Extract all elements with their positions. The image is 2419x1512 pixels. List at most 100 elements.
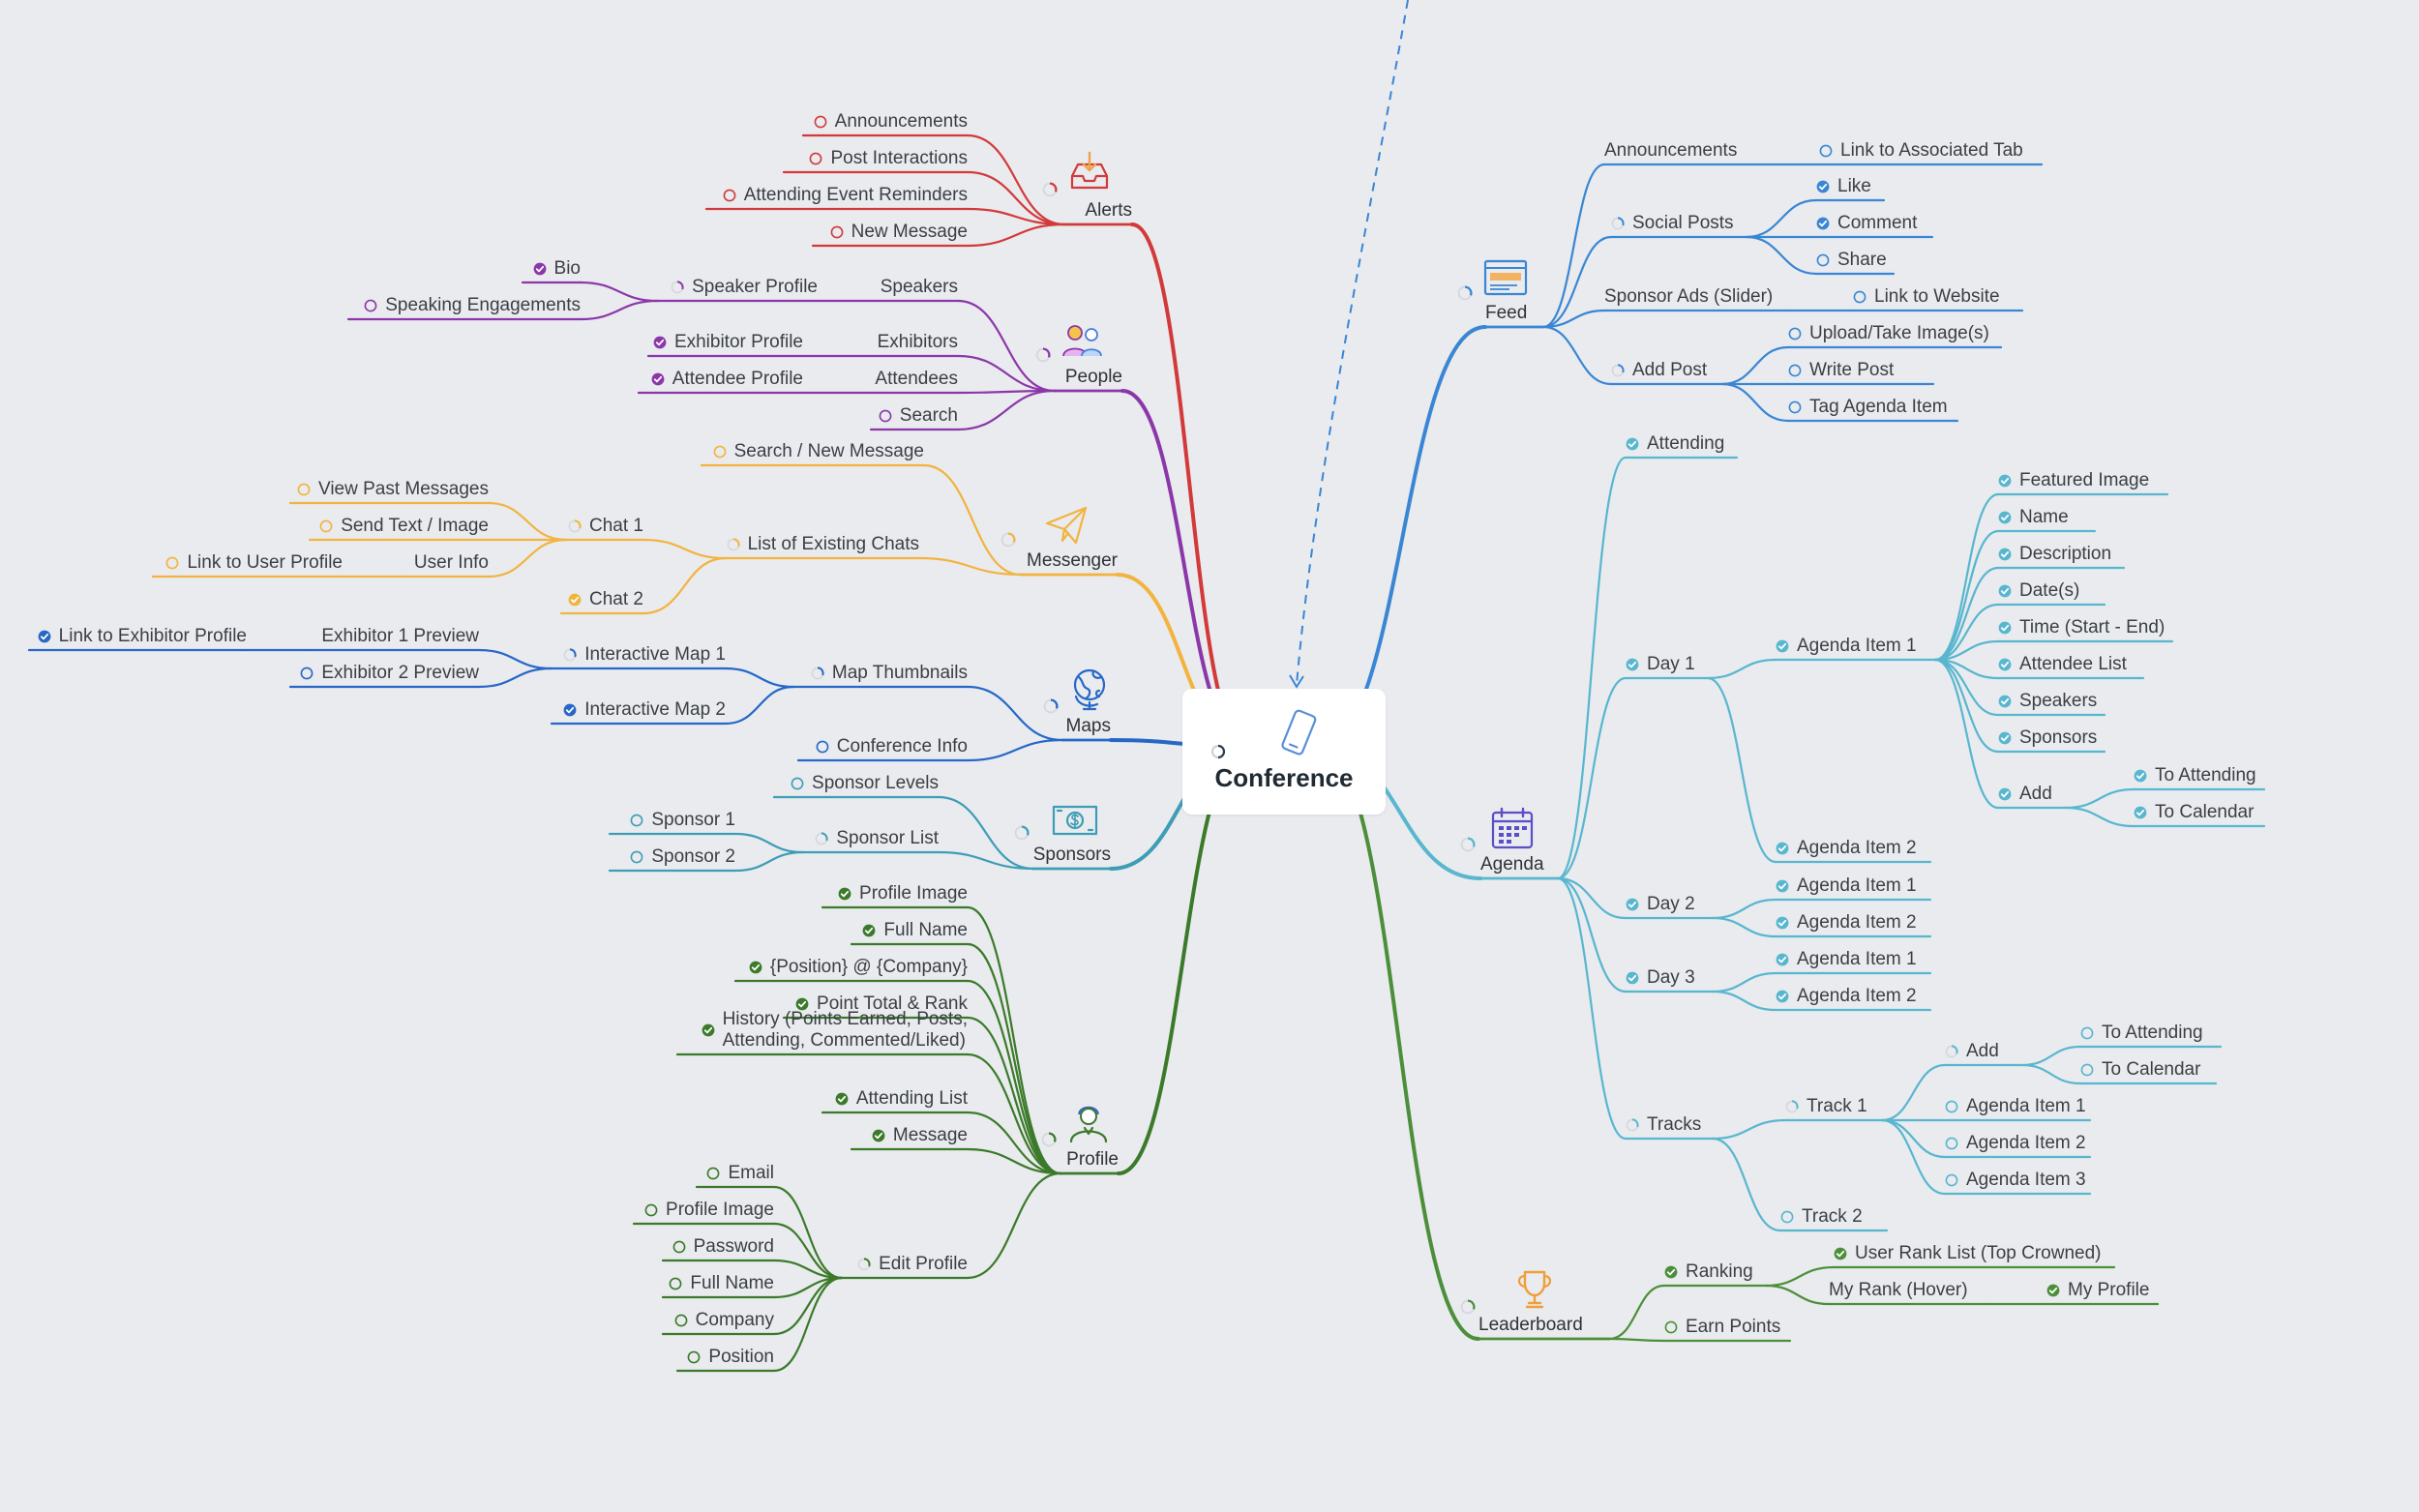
branch-messenger[interactable]: Messenger	[1021, 548, 1118, 575]
topic-agenda-item-1[interactable]: Agenda Item 1	[1776, 633, 1935, 660]
topic-send-text-image[interactable]: Send Text / Image	[310, 513, 489, 540]
topic-sponsors[interactable]: Sponsors	[1998, 725, 2105, 752]
topic-speakers[interactable]: Speakers	[871, 274, 958, 301]
topic-description[interactable]: Description	[1998, 541, 2124, 568]
topic-attending-event-reminders[interactable]: Attending Event Reminders	[706, 182, 968, 209]
topic-exhibitor-profile[interactable]: Exhibitor Profile	[648, 329, 803, 356]
branch-people[interactable]: People	[1055, 364, 1122, 391]
topic-user-rank-list-top-crowned[interactable]: User Rank List (Top Crowned)	[1834, 1240, 2114, 1267]
topic-attending[interactable]: Attending	[1626, 430, 1737, 458]
branch-feed[interactable]: Feed	[1485, 300, 1543, 327]
topic-exhibitor-2-preview[interactable]: Exhibitor 2 Preview	[290, 660, 479, 687]
topic-attendee-profile[interactable]: Attendee Profile	[639, 366, 803, 393]
topic-social-posts[interactable]: Social Posts	[1611, 210, 1747, 237]
topic-attending-list[interactable]: Attending List	[822, 1085, 968, 1112]
topic-company[interactable]: Company	[663, 1307, 774, 1334]
topic-ranking[interactable]: Ranking	[1664, 1259, 1766, 1286]
topic-date-s[interactable]: Date(s)	[1998, 578, 2105, 605]
topic-email[interactable]: Email	[697, 1160, 774, 1187]
topic-profile-image[interactable]: Profile Image	[634, 1197, 774, 1224]
topic-announcements[interactable]: Announcements	[803, 108, 968, 135]
topic-conference-info[interactable]: Conference Info	[798, 733, 968, 760]
branch-agenda[interactable]: Agenda	[1480, 851, 1558, 878]
topic-add[interactable]: Add	[1945, 1038, 2022, 1065]
topic-write-post[interactable]: Write Post	[1788, 357, 1933, 384]
topic-sponsor-1[interactable]: Sponsor 1	[610, 807, 735, 834]
topic-day-1[interactable]: Day 1	[1626, 651, 1708, 678]
topic-earn-points[interactable]: Earn Points	[1664, 1314, 1790, 1341]
topic-featured-image[interactable]: Featured Image	[1998, 467, 2167, 494]
topic-tag-agenda-item[interactable]: Tag Agenda Item	[1788, 394, 1957, 421]
central-topic[interactable]: Conference	[1182, 689, 1386, 815]
topic-agenda-item-2[interactable]: Agenda Item 2	[1776, 835, 1930, 862]
topic-agenda-item-3[interactable]: Agenda Item 3	[1945, 1167, 2090, 1194]
topic-link-to-website[interactable]: Link to Website	[1853, 283, 2022, 311]
topic-speaking-engagements[interactable]: Speaking Engagements	[348, 292, 581, 319]
topic-to-attending[interactable]: To Attending	[2080, 1020, 2221, 1047]
topic-day-3[interactable]: Day 3	[1626, 964, 1713, 992]
topic-history-points-earned-posts-attending-commented-liked[interactable]: History (Points Earned, Posts, Attending…	[677, 1006, 968, 1054]
topic-exhibitors[interactable]: Exhibitors	[866, 329, 958, 356]
topic-message[interactable]: Message	[851, 1122, 968, 1149]
branch-leaderboard[interactable]: Leaderboard	[1478, 1312, 1609, 1339]
topic-position-company[interactable]: {Position} @ {Company}	[735, 954, 968, 981]
topic-interactive-map-2[interactable]: Interactive Map 2	[552, 697, 726, 724]
topic-speakers[interactable]: Speakers	[1998, 688, 2105, 715]
topic-new-message[interactable]: New Message	[813, 219, 968, 246]
topic-to-calendar[interactable]: To Calendar	[2134, 799, 2264, 826]
branch-maps[interactable]: Maps	[1062, 713, 1111, 740]
topic-track-1[interactable]: Track 1	[1785, 1093, 1882, 1120]
topic-exhibitor-1-preview[interactable]: Exhibitor 1 Preview	[310, 623, 479, 650]
topic-user-info[interactable]: User Info	[406, 549, 489, 577]
topic-attendees[interactable]: Attendees	[866, 366, 958, 393]
topic-name[interactable]: Name	[1998, 504, 2095, 531]
topic-agenda-item-2[interactable]: Agenda Item 2	[1776, 983, 1930, 1010]
topic-sponsor-ads-slider[interactable]: Sponsor Ads (Slider)	[1604, 283, 1788, 311]
topic-chat-2[interactable]: Chat 2	[561, 586, 643, 613]
topic-track-2[interactable]: Track 2	[1780, 1203, 1887, 1230]
topic-to-attending[interactable]: To Attending	[2134, 762, 2264, 789]
topic-my-profile[interactable]: My Profile	[2046, 1277, 2158, 1304]
topic-agenda-item-2[interactable]: Agenda Item 2	[1945, 1130, 2090, 1157]
branch-sponsors[interactable]: Sponsors	[1033, 842, 1111, 869]
topic-speaker-profile[interactable]: Speaker Profile	[658, 274, 818, 301]
topic-announcements[interactable]: Announcements	[1604, 137, 1745, 164]
topic-point-total-rank[interactable]: Point Total & Rank	[784, 991, 968, 1018]
topic-bio[interactable]: Bio	[523, 255, 581, 282]
topic-search-new-message[interactable]: Search / New Message	[702, 438, 924, 465]
relationship-dashed-arrow[interactable]	[1296, 0, 1409, 686]
topic-comment[interactable]: Comment	[1816, 210, 1932, 237]
topic-agenda-item-2[interactable]: Agenda Item 2	[1776, 909, 1930, 936]
topic-day-2[interactable]: Day 2	[1626, 891, 1713, 918]
topic-link-to-associated-tab[interactable]: Link to Associated Tab	[1819, 137, 2042, 164]
topic-share[interactable]: Share	[1816, 247, 1894, 274]
topic-link-to-exhibitor-profile[interactable]: Link to Exhibitor Profile	[29, 623, 247, 650]
topic-upload-take-image-s[interactable]: Upload/Take Image(s)	[1788, 320, 2001, 347]
topic-post-interactions[interactable]: Post Interactions	[784, 145, 968, 172]
topic-list-of-existing-chats[interactable]: List of Existing Chats	[726, 531, 919, 558]
topic-link-to-user-profile[interactable]: Link to User Profile	[153, 549, 343, 577]
topic-to-calendar[interactable]: To Calendar	[2080, 1056, 2216, 1083]
topic-full-name[interactable]: Full Name	[851, 917, 968, 944]
topic-tracks[interactable]: Tracks	[1626, 1112, 1713, 1139]
branch-alerts[interactable]: Alerts	[1064, 197, 1132, 224]
topic-agenda-item-1[interactable]: Agenda Item 1	[1776, 946, 1930, 973]
branch-profile[interactable]: Profile	[1060, 1146, 1119, 1173]
topic-sponsor-2[interactable]: Sponsor 2	[610, 844, 735, 871]
topic-agenda-item-1[interactable]: Agenda Item 1	[1776, 873, 1930, 900]
topic-like[interactable]: Like	[1816, 173, 1884, 200]
topic-time-start-end[interactable]: Time (Start - End)	[1998, 614, 2172, 641]
topic-map-thumbnails[interactable]: Map Thumbnails	[793, 660, 968, 687]
topic-interactive-map-1[interactable]: Interactive Map 1	[552, 641, 726, 668]
topic-agenda-item-1[interactable]: Agenda Item 1	[1945, 1093, 2090, 1120]
topic-profile-image[interactable]: Profile Image	[822, 880, 968, 907]
topic-sponsor-list[interactable]: Sponsor List	[803, 825, 939, 852]
topic-sponsor-levels[interactable]: Sponsor Levels	[774, 770, 939, 797]
topic-search[interactable]: Search	[871, 402, 958, 430]
topic-chat-1[interactable]: Chat 1	[566, 513, 643, 540]
topic-full-name[interactable]: Full Name	[663, 1270, 774, 1297]
topic-attendee-list[interactable]: Attendee List	[1998, 651, 2143, 678]
topic-my-rank-hover[interactable]: My Rank (Hover)	[1829, 1277, 1988, 1304]
topic-password[interactable]: Password	[663, 1233, 774, 1260]
topic-edit-profile[interactable]: Edit Profile	[842, 1251, 968, 1278]
